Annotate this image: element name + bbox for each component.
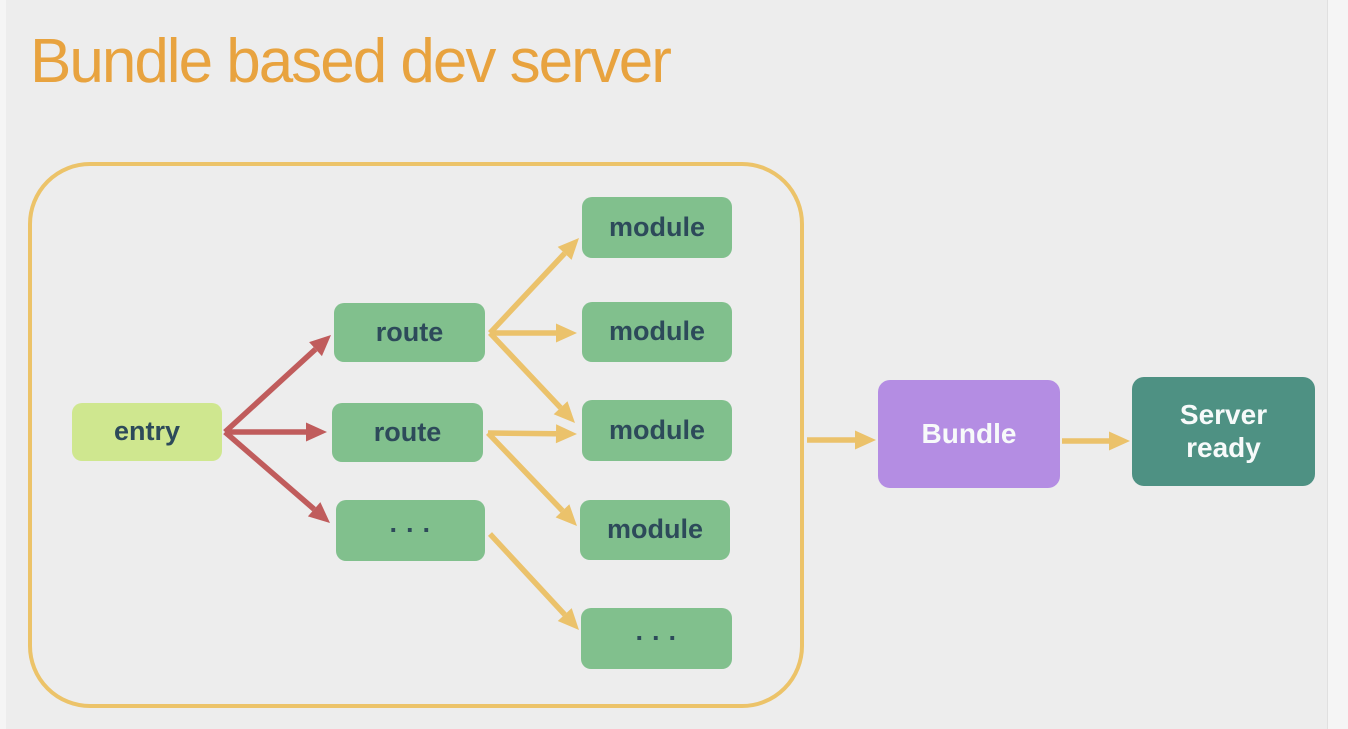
node-module-3: module <box>582 400 732 461</box>
node-module-2: module <box>582 302 732 362</box>
node-module-1: module <box>582 197 732 258</box>
node-routes-ellipsis: · · · <box>336 500 485 561</box>
node-modules-ellipsis: · · · <box>581 608 732 669</box>
page-title: Bundle based dev server <box>30 27 672 96</box>
node-bundle: Bundle <box>878 380 1060 488</box>
node-route-1: route <box>334 303 485 362</box>
node-entry: entry <box>72 403 222 461</box>
node-server-ready: Server ready <box>1132 377 1315 486</box>
node-module-4: module <box>580 500 730 560</box>
node-route-2: route <box>332 403 483 462</box>
dev-server-boundary <box>28 162 804 708</box>
